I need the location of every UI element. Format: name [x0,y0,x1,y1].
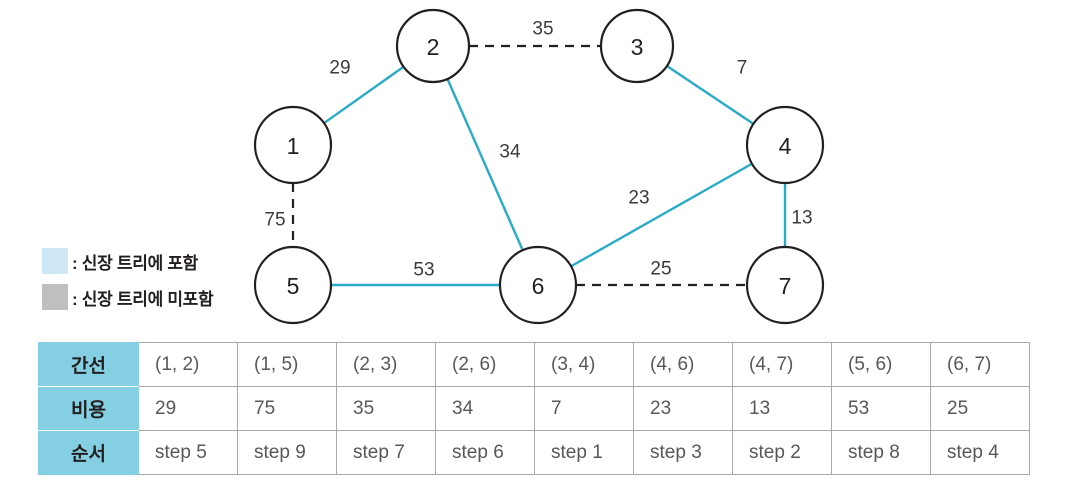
graph-edge-4-6 [570,162,753,268]
legend-label-excluded: : 신장 트리에 미포함 [72,289,214,309]
edge-weight-5-6: 53 [413,260,434,281]
edge-cost-order-table: 간선(1, 2)(1, 5)(2, 3)(2, 6)(3, 4)(4, 6)(4… [38,342,1030,475]
node-label-1: 1 [287,133,300,159]
node-circle-1 [253,105,333,185]
table-cell-cost-7: 13 [732,386,832,431]
graph-node-5: 5 [253,245,333,325]
node-circle-3 [599,8,675,84]
node-circle-4 [745,105,825,185]
table-cell-edge-pair-4: (2, 6) [435,342,535,387]
table-cell-cost-2: 75 [237,386,337,431]
legend: : 신장 트리에 포함 : 신장 트리에 미포함 [42,248,214,310]
table-cell-edge-pair-1: (1, 2) [138,342,238,387]
node-label-3: 3 [631,34,644,60]
node-label-6: 6 [532,273,545,299]
table-cell-order-2: step 9 [237,430,337,475]
graph-node-1: 1 [253,105,333,185]
edge-weight-2-6: 34 [499,142,521,163]
edge-weight-4-7: 13 [791,208,812,229]
table-cell-cost-9: 25 [930,386,1030,431]
table-cell-cost-4: 34 [435,386,535,431]
node-circle-7 [745,245,825,325]
edge-weight-6-7: 25 [650,259,671,280]
legend-item-included: : 신장 트리에 포함 [42,248,213,274]
table-cell-order-4: step 6 [435,430,535,475]
graph-edge-1-2 [323,65,405,125]
table-cell-cost-5: 7 [534,386,634,431]
table-row-header-edge-pair: 간선 [38,342,139,387]
table-cell-cost-1: 29 [138,386,238,431]
graph-node-6: 6 [498,245,578,325]
table-cell-order-9: step 4 [930,430,1030,475]
table-row-header-cost: 비용 [38,386,139,431]
table-row-edge-pair: 간선(1, 2)(1, 5)(2, 3)(2, 6)(3, 4)(4, 6)(4… [38,342,1030,387]
table-cell-edge-pair-7: (4, 7) [732,342,832,387]
node-circle-5 [253,245,333,325]
edge-weight-1-2: 29 [329,58,350,79]
edges-layer [291,44,787,287]
table-cell-order-8: step 8 [831,430,931,475]
table-row-header-order: 순서 [38,430,139,475]
graph-node-7: 7 [745,245,825,325]
table-cell-edge-pair-2: (1, 5) [237,342,337,387]
table-cell-edge-pair-8: (5, 6) [831,342,931,387]
table-cell-order-1: step 5 [138,430,238,475]
table-cell-edge-pair-3: (2, 3) [336,342,436,387]
node-circle-2 [395,8,471,84]
table-cell-order-3: step 7 [336,430,436,475]
table-cell-order-5: step 1 [534,430,634,475]
legend-label-included: : 신장 트리에 포함 [72,253,199,273]
node-label-7: 7 [779,273,792,299]
legend-item-excluded: : 신장 트리에 미포함 [42,284,214,310]
legend-swatch-excluded [42,284,68,310]
table-cell-edge-pair-5: (3, 4) [534,342,634,387]
legend-swatch-included [42,248,68,274]
table-cell-edge-pair-6: (4, 6) [633,342,733,387]
edge-weight-3-4: 7 [737,58,748,79]
node-label-4: 4 [779,133,792,159]
table-cell-order-7: step 2 [732,430,832,475]
table-cell-cost-6: 23 [633,386,733,431]
table-cell-cost-8: 53 [831,386,931,431]
edge-weight-1-5: 75 [264,210,285,231]
table-cell-order-6: step 3 [633,430,733,475]
graph-node-2: 2 [395,8,471,84]
table-cell-cost-3: 35 [336,386,436,431]
edge-weight-4-6: 23 [628,188,649,209]
node-label-5: 5 [287,273,300,299]
node-label-2: 2 [427,34,440,60]
table-cell-edge-pair-9: (6, 7) [930,342,1030,387]
graph-node-4: 4 [745,105,825,185]
graph-edge-3-4 [666,65,755,125]
graph-edge-2-6 [446,78,524,251]
graph-node-3: 3 [599,8,675,84]
node-circle-6 [498,245,578,325]
edge-weight-2-3: 35 [532,19,553,40]
